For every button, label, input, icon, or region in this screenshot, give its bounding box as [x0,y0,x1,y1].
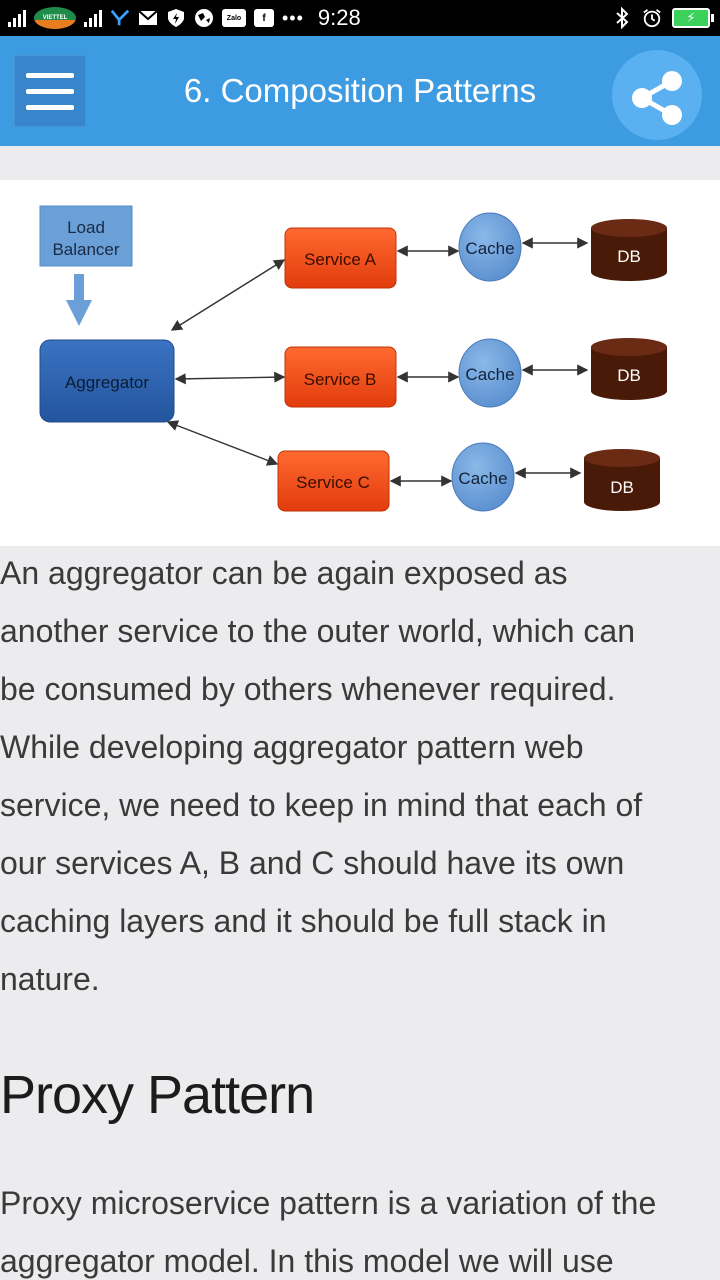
paragraph-proxy: Proxy microservice pattern is a variatio… [0,1185,657,1279]
cache-b: Cache [458,338,522,408]
carrier-logo: VIETTEL [34,7,76,29]
svg-text:DB: DB [610,478,634,497]
svg-text:Cache: Cache [458,469,507,488]
load-balancer-label-2: Balancer [52,240,119,259]
network-icon [110,8,130,28]
load-balancer-label-1: Load [67,218,105,237]
cache-c: Cache [451,442,515,512]
service-b-box: Service B [284,346,397,408]
aggregator-label: Aggregator [65,373,149,392]
diagram-connectors [166,237,589,487]
app-bar: 6. Composition Patterns [0,36,720,146]
status-bar: VIETTEL Zalo f ••• 9:28 ⚡ [0,0,720,36]
svg-text:DB: DB [617,247,641,266]
share-button[interactable] [612,50,702,140]
facebook-icon: f [254,9,274,27]
service-c-box: Service C [277,450,390,512]
down-arrow [66,274,92,326]
db-c: DB [584,449,660,511]
service-a-box: Service A [284,227,397,289]
shield-icon [166,8,186,28]
zalo-icon: Zalo [222,9,246,27]
battery-charging-icon: ⚡ [672,8,714,28]
paragraph-aggregator: An aggregator can be again exposed as an… [0,555,643,997]
db-b: DB [591,338,667,400]
more-notifications-icon: ••• [282,7,304,28]
svg-text:Cache: Cache [465,239,514,258]
aggregator-pattern-diagram: Load Balancer Aggregator Service A Servi… [0,180,720,546]
svg-text:Cache: Cache [465,365,514,384]
hamburger-icon [26,72,74,78]
gmail-icon [138,8,158,28]
globe-icon [194,8,214,28]
signal-strength-icon-2 [84,9,102,27]
service-a-label: Service A [304,250,376,269]
share-icon [632,71,682,125]
signal-strength-icon [8,9,26,27]
status-time: 9:28 [317,5,361,30]
db-a: DB [591,219,667,281]
section-heading-proxy-pattern: Proxy Pattern [0,1065,315,1125]
cache-a: Cache [458,212,522,282]
aggregator-box: Aggregator [39,339,175,423]
bluetooth-icon [612,7,632,29]
alarm-icon [642,8,662,28]
service-c-label: Service C [296,473,370,492]
load-balancer-box: Load Balancer [39,205,133,267]
service-b-label: Service B [304,370,377,389]
menu-button[interactable] [14,55,86,127]
page-title: 6. Composition Patterns [183,72,537,109]
svg-text:DB: DB [617,366,641,385]
